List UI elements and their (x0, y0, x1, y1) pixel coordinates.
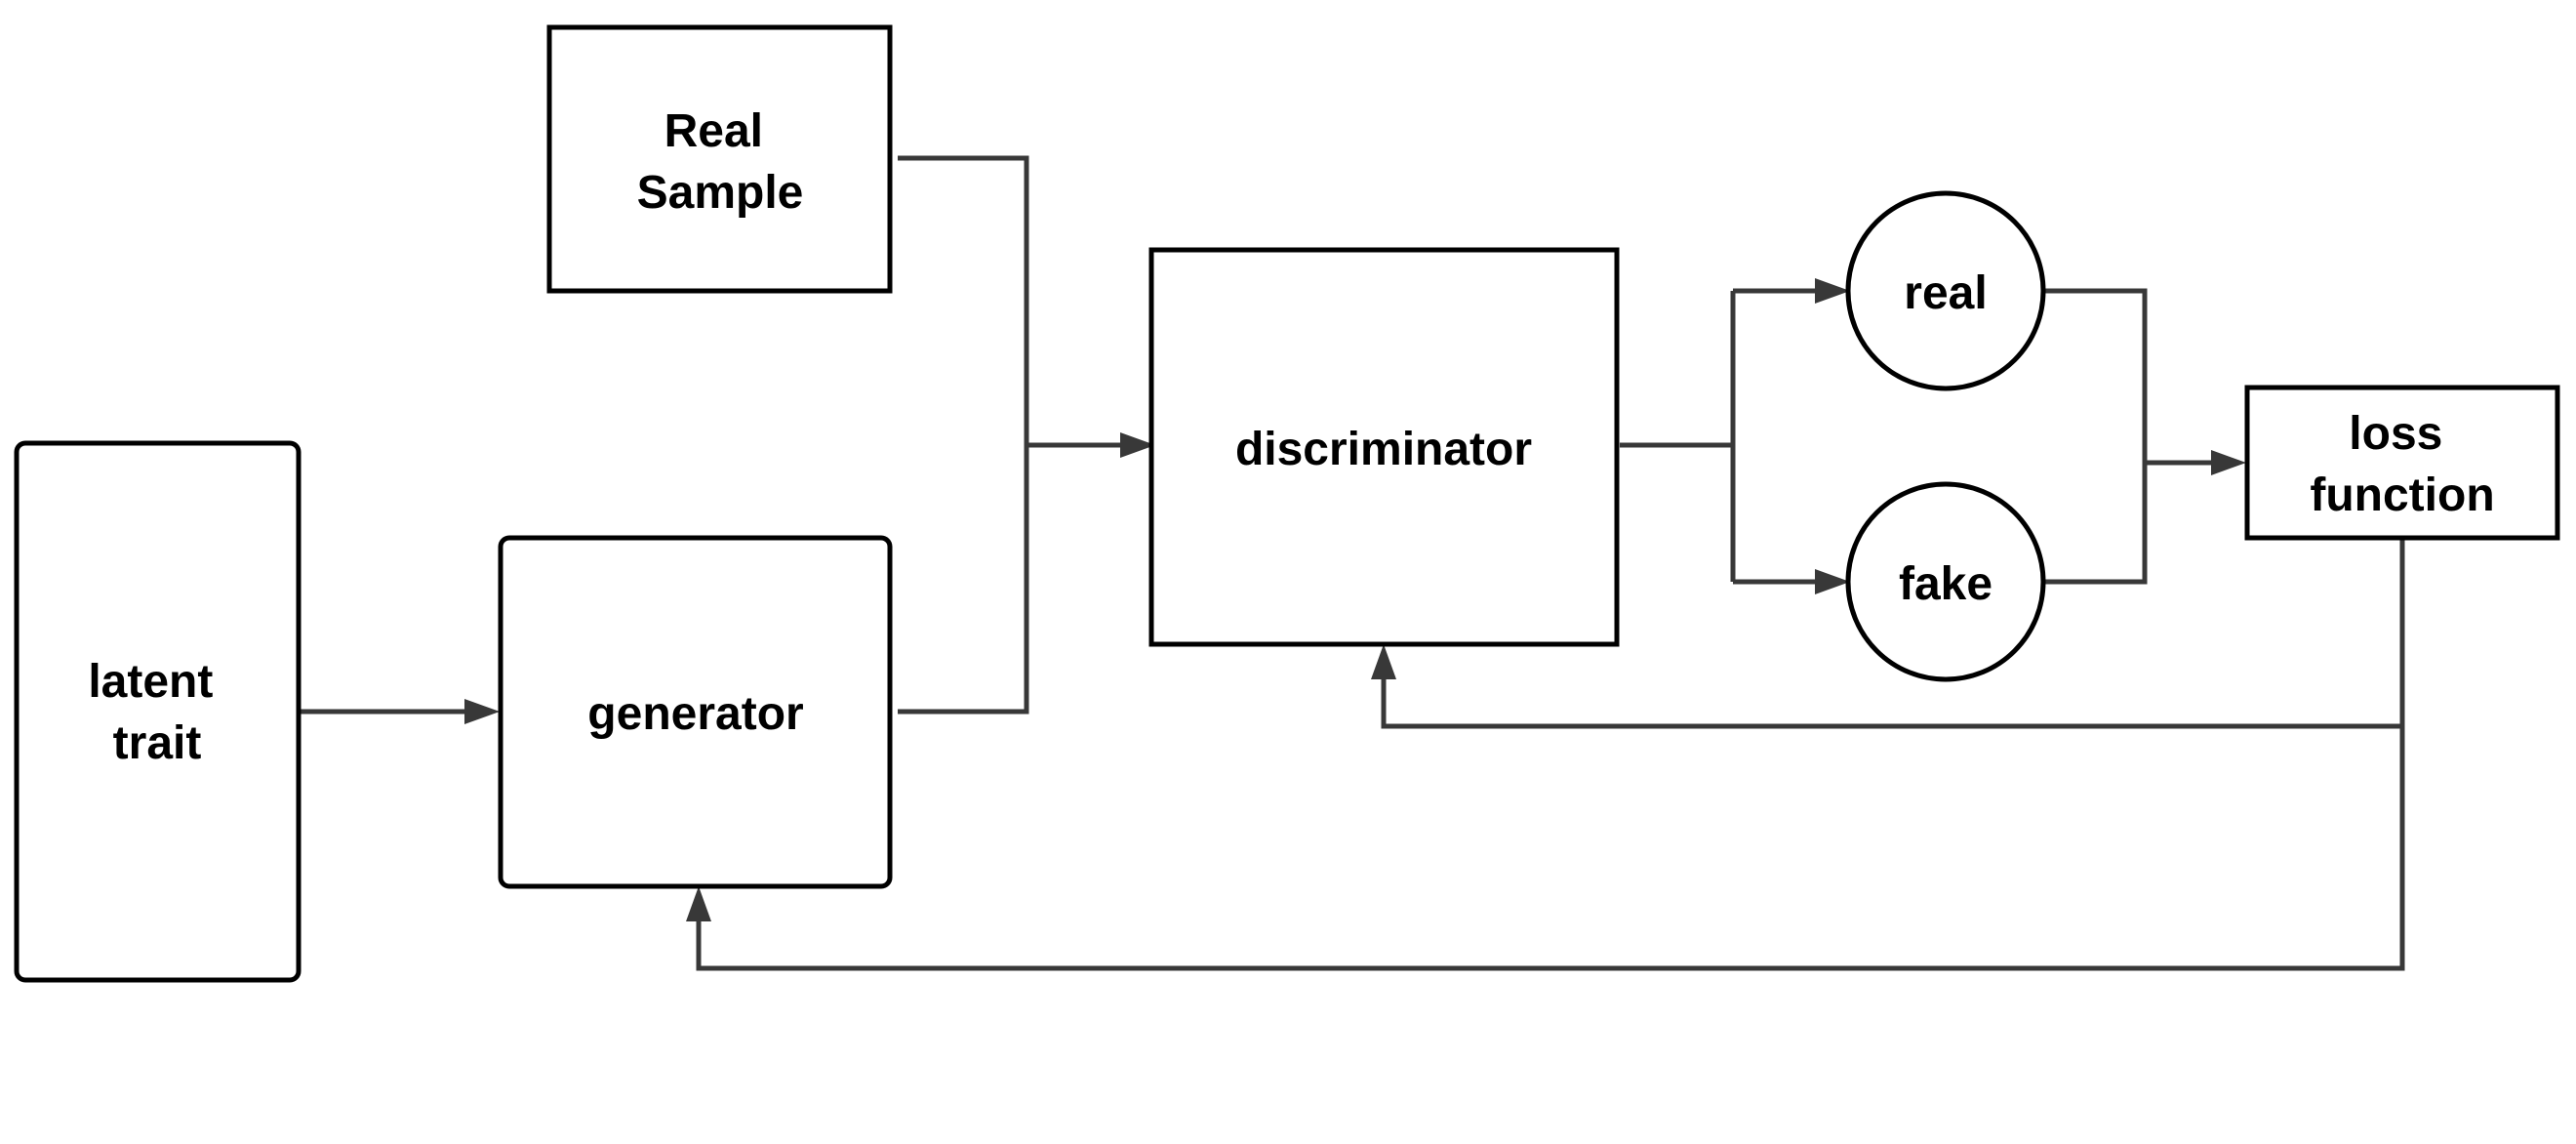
node-latent-trait: latent trait (14, 440, 302, 983)
connectors (301, 155, 2405, 971)
latent-trait-label-line-2: trait (113, 717, 202, 769)
edge-real-sample-to-merge (898, 155, 1029, 445)
discriminator-label: discriminator (1235, 424, 1532, 475)
fake-label: fake (1899, 558, 1992, 610)
arrow-into-generator (464, 699, 500, 724)
fake-circle (1845, 481, 2046, 682)
real-sample-label-line-2: Sample (637, 167, 804, 219)
edge-loss-feedback-discriminator (1381, 538, 2405, 729)
generator-box (498, 535, 893, 889)
node-discriminator: discriminator (1148, 247, 1620, 647)
node-fake: fake (1845, 481, 2046, 682)
arrow-feedback-into-generator (686, 886, 711, 921)
latent-trait-label-line-1: latent (88, 656, 213, 708)
node-loss-function: loss function (2244, 385, 2560, 541)
loss-function-label-line-1: loss (2349, 408, 2442, 460)
real-circle (1845, 190, 2046, 391)
real-label: real (1904, 267, 1987, 319)
generator-label: generator (587, 688, 803, 740)
node-real-sample: Real Sample (546, 24, 893, 294)
loss-function-label: loss function (2310, 408, 2494, 521)
real-sample-box (546, 24, 893, 294)
edge-loss-feedback-generator (696, 726, 2405, 971)
edge-generator-to-merge (898, 445, 1029, 715)
arrow-into-fake (1815, 569, 1850, 594)
discriminator-box (1148, 247, 1620, 647)
loss-function-box (2244, 385, 2560, 541)
arrow-into-real (1815, 278, 1850, 304)
arrow-into-loss-function (2211, 450, 2246, 475)
node-generator: generator (498, 535, 893, 889)
arrow-into-discriminator (1120, 432, 1155, 458)
fake-label-line-1: fake (1899, 558, 1992, 610)
real-sample-label-line-1: Real (664, 105, 763, 157)
loss-function-label-line-2: function (2310, 470, 2494, 521)
discriminator-label-line-1: discriminator (1235, 424, 1532, 475)
real-label-line-1: real (1904, 267, 1987, 319)
node-real: real (1845, 190, 2046, 391)
edge-real-to-join (2043, 288, 2148, 585)
real-sample-label: Real Sample (637, 105, 804, 219)
latent-trait-label: latent trait (88, 656, 225, 769)
latent-trait-box (14, 440, 302, 983)
generator-label-line-1: generator (587, 688, 803, 740)
arrow-feedback-into-discriminator (1371, 644, 1396, 679)
